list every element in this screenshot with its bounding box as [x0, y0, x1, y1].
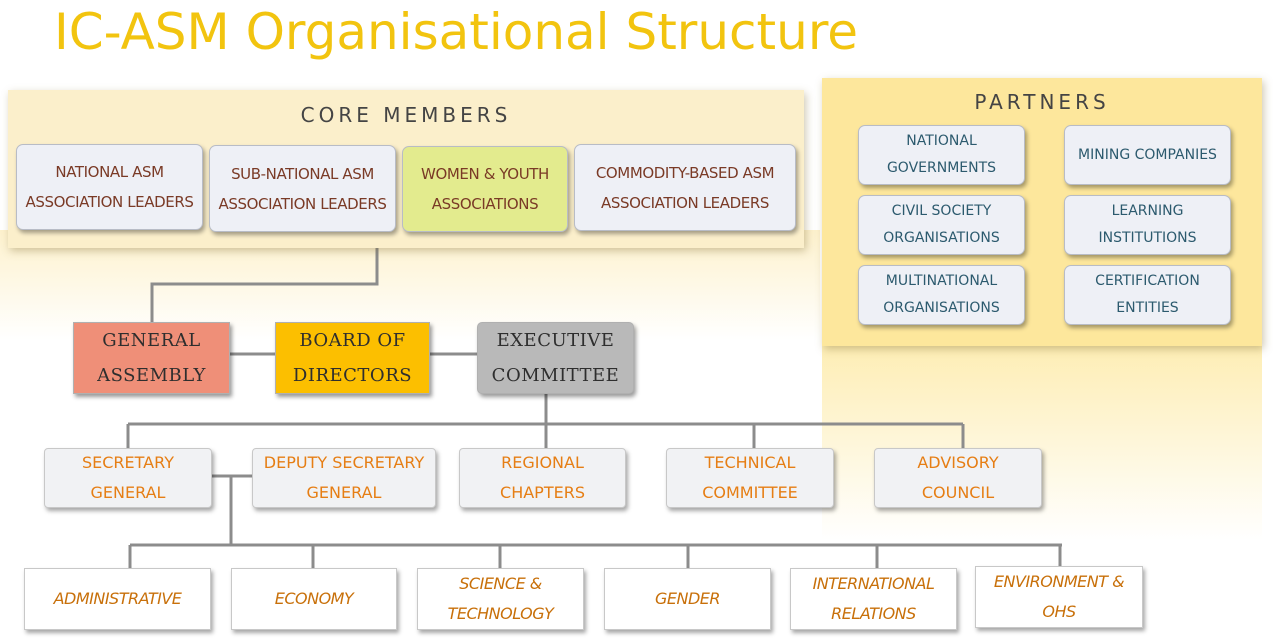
partner-label: CERTIFICATION ENTITIES: [1095, 273, 1200, 316]
partner-label: NATIONAL GOVERNMENTS: [886, 133, 997, 176]
department-gender: GENDER: [604, 568, 771, 630]
department-environment-ohs: ENVIRONMENT & OHS: [975, 566, 1143, 628]
unit-regional-chapters: REGIONAL CHAPTERS: [459, 448, 626, 508]
department-label: INTERNATIONAL RELATIONS: [812, 574, 935, 623]
partner-label: CIVIL SOCIETY ORGANISATIONS: [883, 203, 1000, 246]
core-member-label: WOMEN & YOUTH ASSOCIATIONS: [421, 165, 549, 213]
executive-committee-label: EXECUTIVE COMMITTEE: [491, 330, 620, 386]
partner-label: LEARNING INSTITUTIONS: [1098, 203, 1197, 246]
unit-label: REGIONAL CHAPTERS: [500, 453, 585, 502]
core-member-label: NATIONAL ASM ASSOCIATION LEADERS: [25, 163, 194, 211]
department-label: GENDER: [654, 589, 721, 608]
partner-national-governments: NATIONAL GOVERNMENTS: [858, 125, 1025, 185]
unit-advisory-council: ADVISORY COUNCIL: [874, 448, 1042, 508]
core-members-heading: CORE MEMBERS: [300, 103, 512, 127]
core-member-commodity-asm: COMMODITY-BASED ASM ASSOCIATION LEADERS: [574, 144, 796, 231]
unit-deputy-secretary-general: DEPUTY SECRETARY GENERAL: [252, 448, 436, 508]
board-of-directors-box: BOARD OF DIRECTORS: [275, 322, 430, 394]
board-of-directors-label: BOARD OF DIRECTORS: [292, 330, 413, 386]
department-international-relations: INTERNATIONAL RELATIONS: [790, 568, 957, 630]
department-label: ENVIRONMENT & OHS: [993, 572, 1125, 621]
partner-multinational-organisations: MULTINATIONAL ORGANISATIONS: [858, 265, 1025, 325]
department-label: ADMINISTRATIVE: [53, 589, 182, 608]
page-title: IC-ASM Organisational Structure: [54, 3, 859, 61]
unit-label: SECRETARY GENERAL: [81, 453, 174, 502]
core-member-national-asm: NATIONAL ASM ASSOCIATION LEADERS: [16, 144, 203, 230]
executive-committee-box: EXECUTIVE COMMITTEE: [477, 322, 634, 394]
department-economy: ECONOMY: [231, 568, 397, 630]
department-label: ECONOMY: [274, 589, 354, 608]
core-to-assembly-connector: [150, 233, 379, 322]
department-administrative: ADMINISTRATIVE: [24, 568, 211, 630]
partner-label: MULTINATIONAL ORGANISATIONS: [883, 273, 1000, 316]
partners-heading: PARTNERS: [974, 90, 1110, 114]
general-assembly-label: GENERAL ASSEMBLY: [97, 330, 206, 386]
unit-label: TECHNICAL COMMITTEE: [702, 453, 798, 502]
general-assembly-box: GENERAL ASSEMBLY: [73, 322, 230, 394]
partner-learning-institutions: LEARNING INSTITUTIONS: [1064, 195, 1231, 255]
core-member-label: SUB-NATIONAL ASM ASSOCIATION LEADERS: [218, 164, 387, 213]
unit-secretary-general: SECRETARY GENERAL: [44, 448, 212, 508]
department-label: SCIENCE & TECHNOLOGY: [447, 574, 554, 623]
partner-mining-companies: MINING COMPANIES: [1064, 125, 1231, 185]
core-member-women-youth: WOMEN & YOUTH ASSOCIATIONS: [402, 146, 568, 232]
unit-technical-committee: TECHNICAL COMMITTEE: [666, 448, 834, 508]
partner-certification-entities: CERTIFICATION ENTITIES: [1064, 265, 1231, 325]
unit-label: DEPUTY SECRETARY GENERAL: [263, 453, 425, 502]
core-member-label: COMMODITY-BASED ASM ASSOCIATION LEADERS: [595, 163, 775, 212]
partner-civil-society: CIVIL SOCIETY ORGANISATIONS: [858, 195, 1025, 255]
department-science-technology: SCIENCE & TECHNOLOGY: [417, 568, 584, 630]
partner-label: MINING COMPANIES: [1078, 146, 1217, 163]
core-member-subnational-asm: SUB-NATIONAL ASM ASSOCIATION LEADERS: [209, 145, 396, 232]
unit-label: ADVISORY COUNCIL: [917, 453, 999, 502]
